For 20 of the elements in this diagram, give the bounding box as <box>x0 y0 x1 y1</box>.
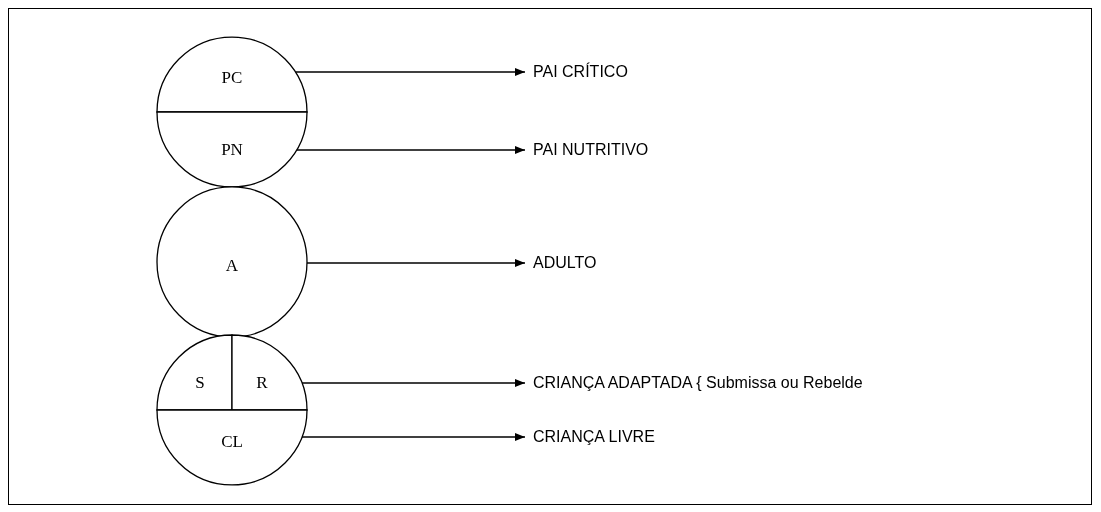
ego-state-label: CRIANÇA LIVRE <box>533 428 655 446</box>
ego-state-letter: R <box>256 373 268 393</box>
ego-state-letter: A <box>225 256 239 276</box>
ego-state-label: PAI CRÍTICO <box>533 63 628 81</box>
ego-state-letter: S <box>195 373 205 393</box>
circle-segment <box>157 335 232 410</box>
ego-state-letter: CL <box>221 432 243 452</box>
circle-segment <box>157 410 307 485</box>
arrow <box>301 433 526 441</box>
ego-state-label: ADULTO <box>533 254 597 272</box>
circle-segment <box>157 37 307 112</box>
arrow <box>296 146 526 154</box>
ego-state-label: CRIANÇA ADAPTADA { Submissa ou Rebelde <box>533 374 863 392</box>
ego-state-label: PAI NUTRITIVO <box>533 141 649 159</box>
ego-state-letter: PN <box>221 140 243 160</box>
ego-state-letter: PC <box>221 68 243 88</box>
circle-segment <box>157 112 307 187</box>
circle-segment <box>232 335 307 410</box>
arrow <box>301 379 526 387</box>
arrow <box>306 259 526 267</box>
